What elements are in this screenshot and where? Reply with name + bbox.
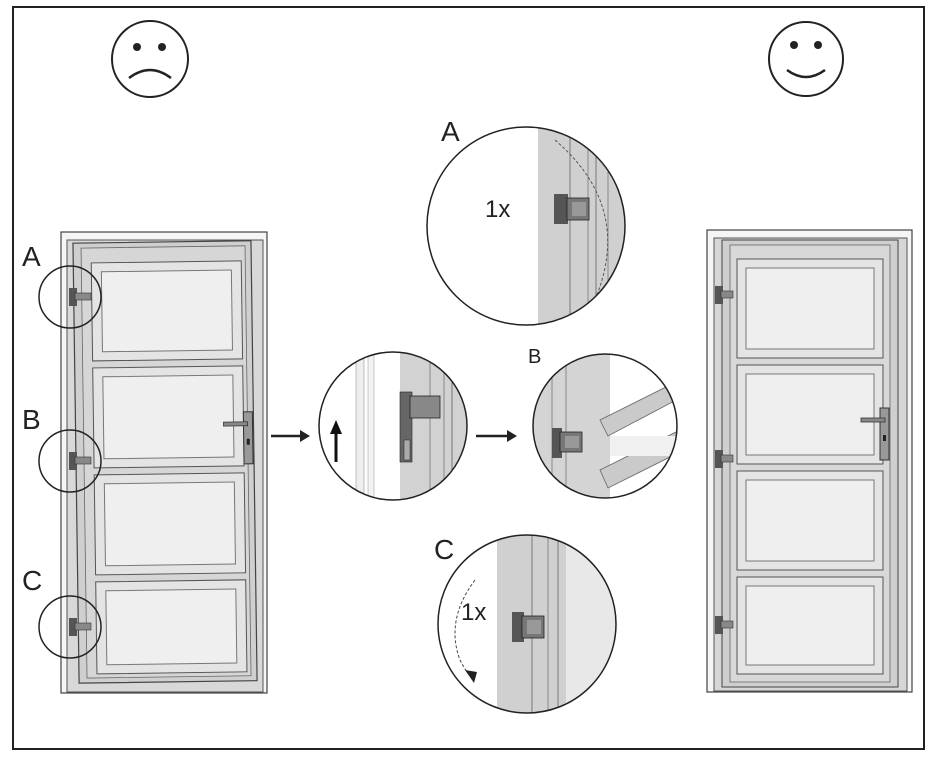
hinge (715, 450, 734, 468)
label-left-a: A (22, 241, 41, 272)
label-detail-c: C (434, 534, 455, 565)
detail-a (426, 126, 626, 326)
hinge-b (69, 452, 92, 470)
label-turns-a: 1x (485, 196, 511, 223)
label-left-b: B (22, 404, 41, 435)
detail-lift (318, 351, 468, 501)
arrow-right-2 (476, 430, 517, 442)
hinge-b-closeup (552, 428, 583, 458)
outer-border (12, 6, 925, 750)
door-panel (736, 576, 884, 675)
door-panel (93, 472, 247, 576)
door-panel (736, 364, 884, 465)
hinge (715, 616, 734, 634)
detail-b (532, 353, 678, 499)
hinge-lift-closeup (399, 391, 441, 463)
hinge (715, 286, 734, 304)
hinge-a (69, 288, 92, 306)
aligned-door (706, 229, 913, 693)
door-handle (223, 411, 254, 465)
misaligned-door (38, 231, 268, 694)
label-detail-a: A (441, 116, 460, 147)
arrow-up-icon (330, 420, 342, 462)
label-detail-b: B (528, 346, 542, 368)
sad-face-icon (111, 20, 189, 98)
label-left-c: C (22, 565, 43, 596)
hinge-c-closeup (512, 612, 545, 642)
detail-c (437, 534, 617, 714)
door-panel (736, 258, 884, 359)
hinge-a-closeup (554, 194, 590, 224)
door-panel (736, 470, 884, 571)
callout-circle-c (38, 595, 102, 659)
hinge-c (69, 618, 92, 636)
callout-circle-a (38, 265, 102, 329)
door-panel (92, 365, 245, 469)
door-handle (860, 407, 890, 461)
door-panel (95, 579, 248, 675)
door-panel (90, 260, 244, 362)
happy-face-icon (768, 21, 844, 97)
label-turns-c: 1x (461, 599, 487, 626)
callout-circle-b (38, 429, 102, 493)
arrow-right-1 (271, 430, 310, 442)
